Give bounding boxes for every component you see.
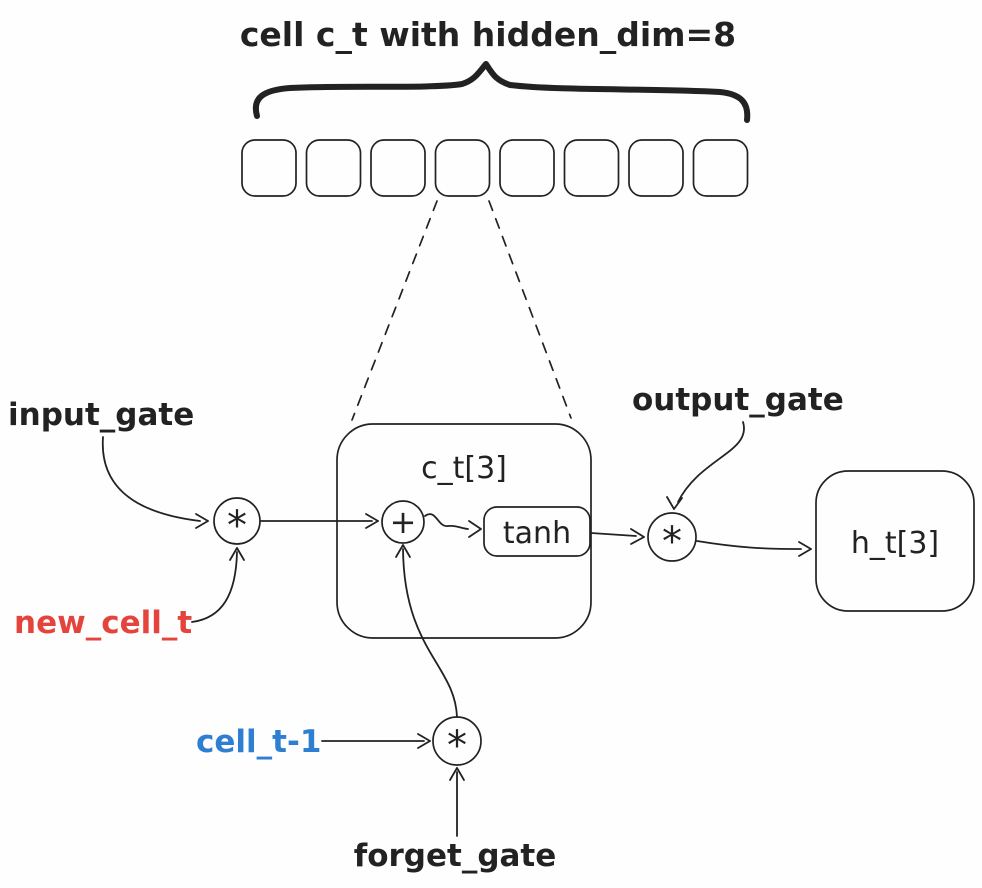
cell-prev-arrowhead [417, 733, 431, 749]
tanh-box [483, 506, 591, 557]
diagram-title: cell c_t with hidden_dim=8 [240, 15, 736, 54]
new-cell-label: new_cell_t [14, 605, 192, 641]
output-multiply-symbol: * [662, 519, 682, 565]
forget-multiply-symbol: * [447, 723, 467, 769]
cell-slot [692, 139, 749, 197]
output-multiply-node [647, 512, 697, 562]
add-node [381, 500, 425, 544]
input-gate-label: input_gate [8, 397, 194, 433]
forget-to-add-arrowhead [395, 544, 411, 558]
add-symbol: + [390, 503, 417, 541]
cell-state-box [336, 423, 592, 639]
multiply-to-hidden-arrowhead [798, 541, 812, 557]
add-to-tanh-wire [424, 513, 469, 530]
cell-slot [305, 139, 362, 197]
brace [252, 61, 751, 123]
tanh-label: tanh [503, 516, 571, 551]
output-gate-arrowhead [666, 496, 683, 510]
input-gate-wire [101, 436, 201, 522]
cell-slot [628, 139, 684, 197]
zoom-line-right [488, 200, 572, 419]
forget-gate-label: forget_gate [354, 838, 557, 874]
cell-prev-label: cell_t-1 [196, 724, 321, 760]
tanh-to-multiply-wire [590, 532, 637, 537]
input-multiply-node [213, 497, 261, 545]
cell-slot [241, 139, 297, 197]
cell-state-label: c_t[3] [421, 451, 507, 486]
hidden-state-box [815, 470, 975, 612]
cell-slot [499, 139, 555, 197]
multiply-to-hidden-wire [696, 540, 802, 550]
output-gate-wire [677, 421, 745, 503]
cell-slot [563, 139, 620, 197]
new-cell-arrowhead [229, 547, 245, 561]
add-to-tanh-arrowhead [468, 520, 482, 538]
input-multiply-symbol: * [227, 503, 247, 549]
hidden-state-label: h_t[3] [851, 526, 939, 561]
cell-slot [370, 139, 426, 197]
output-gate-label: output_gate [632, 382, 844, 418]
multiply-to-add-arrowhead [365, 513, 379, 529]
tanh-to-multiply-arrowhead [630, 528, 645, 545]
cell-array [241, 139, 749, 197]
cell-slot [434, 139, 491, 197]
input-gate-arrowhead [195, 513, 209, 529]
new-cell-wire [191, 551, 238, 623]
zoom-line-left [351, 200, 438, 421]
forget-gate-arrowhead [449, 767, 465, 781]
forget-to-add-wire [402, 548, 458, 718]
